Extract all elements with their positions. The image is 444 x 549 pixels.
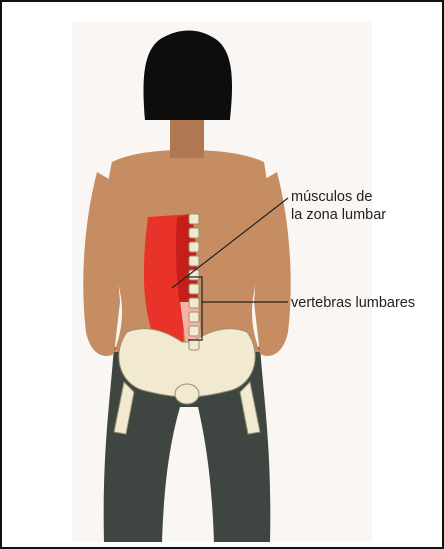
muscles-label-line-1: músculos de: [291, 188, 386, 206]
hair: [144, 31, 233, 121]
muscles-label: músculos de la zona lumbar: [291, 188, 386, 224]
neck: [170, 120, 204, 158]
muscles-label-line-2: la zona lumbar: [291, 206, 386, 224]
vertebrae-label: vertebras lumbares: [291, 294, 415, 312]
